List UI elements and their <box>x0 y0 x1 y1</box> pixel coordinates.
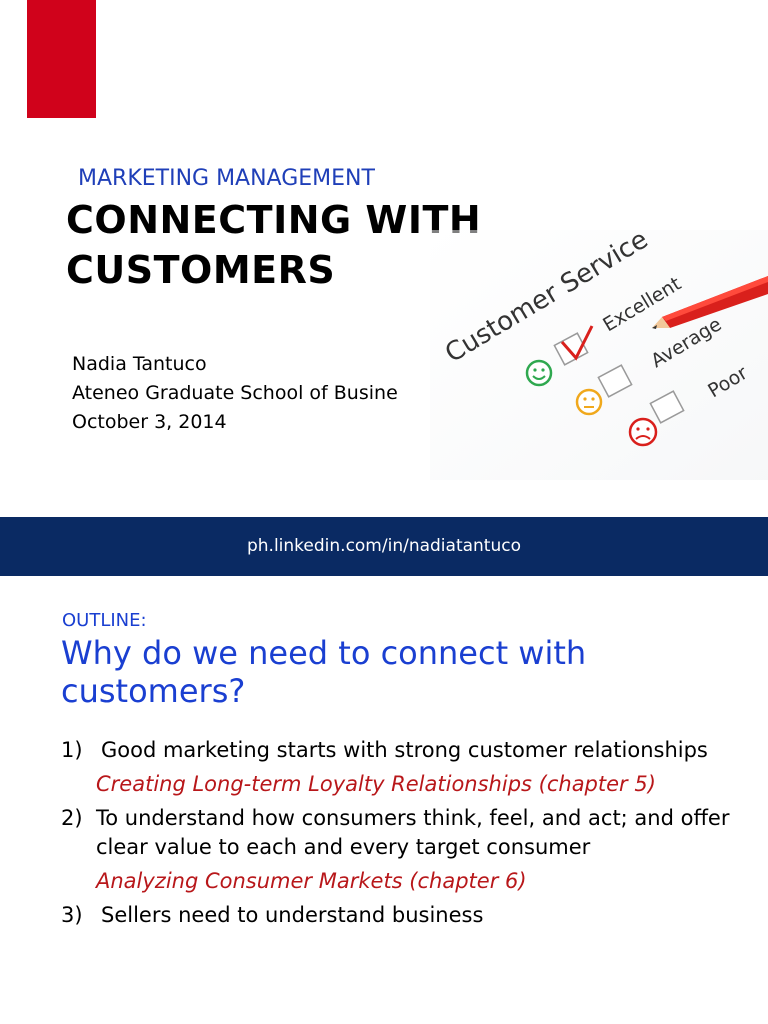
item-number: 1) <box>61 738 83 762</box>
item-text: Good marketing starts with strong custom… <box>101 738 708 762</box>
outline-heading: Why do we need to connect with customers… <box>61 634 587 710</box>
customer-service-illustration: Customer Service Excellent Average Poor <box>430 230 768 480</box>
item-number: 3) <box>61 903 83 927</box>
neutral-face-icon <box>575 388 603 416</box>
title-line-2: CUSTOMERS <box>66 248 336 292</box>
title-line-1: CONNECTING WITH <box>66 198 482 242</box>
author-school: Ateneo Graduate School of Busine <box>72 382 398 404</box>
slide-title: CONNECTING WITH CUSTOMERS <box>66 195 481 295</box>
chapter-reference: Analyzing Consumer Markets (chapter 6) <box>96 869 527 893</box>
outline-slide: OUTLINE: Why do we need to connect with … <box>0 576 768 1024</box>
red-accent-bar <box>27 0 96 118</box>
course-subtitle: MARKETING MANAGEMENT <box>78 166 375 191</box>
presentation-date: October 3, 2014 <box>72 411 227 433</box>
item-number: 2) <box>61 806 83 830</box>
linkedin-footer-band: ph.linkedin.com/in/nadiatantuco <box>0 517 768 576</box>
list-item: 3) Sellers need to understand business <box>61 901 751 930</box>
author-block: Nadia Tantuco Ateneo Graduate School of … <box>72 350 438 437</box>
reasons-list: 1) Good marketing starts with strong cus… <box>61 736 751 930</box>
chapter-reference: Creating Long-term Loyalty Relationships… <box>96 772 656 796</box>
list-item: 1) Good marketing starts with strong cus… <box>61 736 751 765</box>
linkedin-link[interactable]: ph.linkedin.com/in/nadiatantuco <box>246 536 521 556</box>
red-pencil-icon <box>652 276 768 329</box>
item-text: Sellers need to understand business <box>101 903 484 927</box>
check-mark-icon <box>560 325 594 361</box>
item-text: To understand how consumers think, feel,… <box>96 806 730 859</box>
outline-label: OUTLINE: <box>62 610 147 631</box>
sad-face-icon <box>628 417 658 447</box>
list-item: 2) To understand how consumers think, fe… <box>61 804 751 862</box>
happy-face-icon <box>525 359 553 387</box>
title-slide: MARKETING MANAGEMENT CONNECTING WITH CUS… <box>27 0 768 480</box>
author-name: Nadia Tantuco <box>72 353 207 375</box>
